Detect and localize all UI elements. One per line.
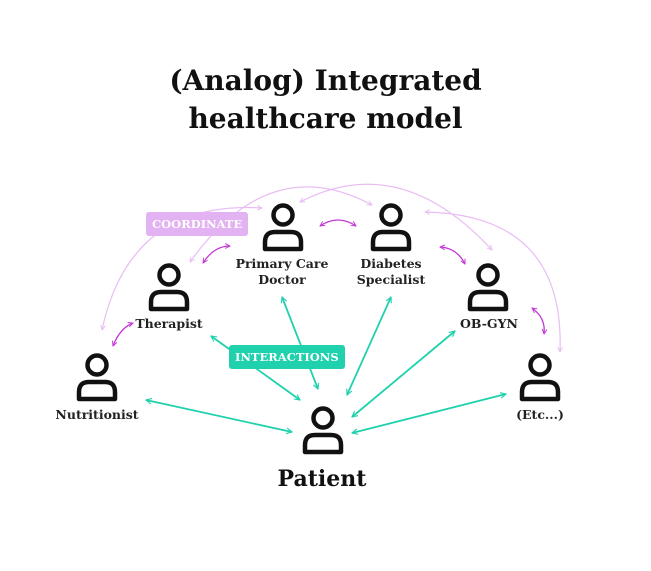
- therapist-icon: [151, 266, 187, 310]
- primary-care-icon: [265, 206, 301, 250]
- diagram-title: (Analog) Integrated healthcare model: [0, 62, 651, 138]
- obgyn-icon: [470, 266, 506, 310]
- primary-care-label-line-2: Doctor: [258, 272, 306, 287]
- primary-care-label-line-1: Primary Care: [235, 256, 329, 271]
- coordinate-tag: COORDINATE: [146, 212, 249, 236]
- primary-care-label: Primary Care Doctor: [236, 256, 329, 288]
- diabetes-specialist-label: Diabetes Specialist: [357, 256, 426, 288]
- patient-icon: [305, 409, 341, 453]
- arrow-nutritionist-patient: [146, 400, 292, 432]
- arc-therapist-diabetes: [190, 186, 372, 262]
- arrow-diabetes-patient: [346, 297, 392, 395]
- etc-icon: [522, 356, 558, 400]
- therapist-label: Therapist: [135, 316, 203, 331]
- interactions-tag: INTERACTIONS: [229, 345, 345, 369]
- nutritionist-icon: [79, 356, 115, 400]
- etc-label: (Etc...): [516, 407, 564, 422]
- diabetes-specialist-icon: [373, 206, 409, 250]
- arc-obgyn-etc: [532, 308, 544, 334]
- obgyn-label: OB-GYN: [460, 316, 518, 331]
- arrow-primary-patient: [282, 297, 318, 389]
- title-line-2: healthcare model: [188, 102, 463, 135]
- title-line-1: (Analog) Integrated: [169, 64, 482, 97]
- patient-label: Patient: [277, 466, 367, 492]
- arc-nutritionist-therapist: [113, 323, 133, 346]
- arrow-obgyn-patient: [352, 331, 455, 417]
- arc-primary-obgyn: [300, 183, 492, 250]
- arc-primary-diabetes: [320, 219, 356, 226]
- diabetes-label-line-1: Diabetes: [360, 256, 422, 271]
- coordination-arcs-inner: [113, 219, 544, 346]
- arrow-etc-patient: [352, 394, 506, 433]
- arc-diabetes-obgyn: [440, 247, 466, 264]
- nutritionist-label: Nutritionist: [55, 407, 139, 422]
- arc-therapist-primary: [203, 246, 230, 263]
- arc-diabetes-etc: [425, 212, 560, 352]
- diabetes-label-line-2: Specialist: [356, 272, 426, 287]
